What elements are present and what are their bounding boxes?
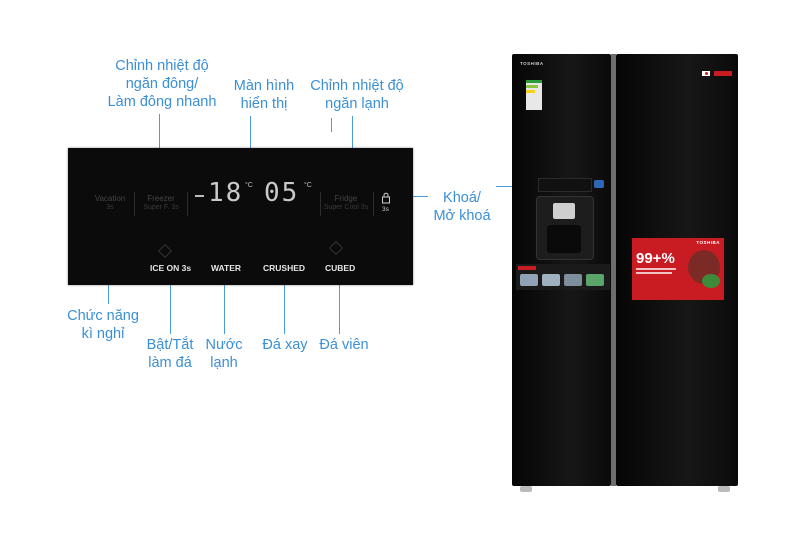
fridge-temp-display: 05 — [264, 178, 300, 208]
callout-fridge-adjust: Chỉnh nhiệt độ ngăn lạnh — [310, 78, 404, 112]
divider — [187, 192, 188, 216]
leader-water — [224, 250, 225, 334]
ice-on-button[interactable]: ICE ON 3s — [150, 263, 192, 273]
water-button[interactable]: WATER — [211, 263, 242, 273]
callout-crushed-ice: Đá xay — [262, 337, 308, 353]
energy-label — [526, 80, 542, 110]
leader-ice — [170, 248, 171, 334]
callout-ice-toggle: Bật/Tắt làm đá — [146, 337, 194, 371]
lock-icon[interactable] — [381, 192, 391, 204]
promo-card: TOSHIBA 99+% — [632, 238, 724, 300]
leader-cubed — [339, 248, 340, 334]
leader-lock — [398, 196, 428, 197]
freezer-label: Freezer Super F. 3s — [143, 194, 179, 211]
door-gap — [611, 54, 616, 486]
lock-hold-label: 3s — [382, 206, 389, 213]
flag-badge — [702, 71, 710, 76]
callout-display: Màn hình hiển thị — [233, 78, 295, 112]
feature-strip — [516, 264, 610, 290]
freezer-temp-display: 18 — [208, 178, 244, 208]
divider — [134, 192, 135, 216]
fridge-deg-unit: °C — [304, 182, 312, 189]
leader-display-left — [250, 116, 251, 170]
foot-right — [718, 486, 730, 492]
leader-crushed — [284, 250, 285, 334]
water-dispenser — [536, 196, 594, 260]
callout-lock: Khoá/ Mở khoá — [433, 190, 491, 224]
callout-freezer-adjust: Chỉnh nhiệt độ ngăn đông/ Làm đông nhanh — [107, 58, 217, 110]
callout-cold-water: Nước lạnh — [205, 337, 243, 371]
foot-left — [520, 486, 532, 492]
fridge-label: Fridge Super Cool 3s — [323, 194, 369, 211]
freezer-deg-unit: °C — [245, 182, 253, 189]
display-panel — [538, 178, 592, 192]
brand-logo: TOSHIBA — [520, 61, 544, 66]
leader-display-right — [331, 118, 332, 132]
callout-cubed-ice: Đá viên — [319, 337, 369, 353]
control-panel: Vacation 3s Freezer Super F. 3s 18 °C 05… — [68, 148, 413, 285]
minus-sign — [195, 195, 204, 197]
refrigerator-image: TOSHIBA TOSHIBA 99+% — [512, 54, 738, 494]
crushed-button[interactable]: CRUSHED — [263, 263, 306, 273]
ice-touch-marker — [157, 243, 173, 259]
display-icon — [594, 180, 604, 188]
promo-big-text: 99+% — [636, 250, 675, 267]
divider — [373, 192, 374, 216]
cubed-touch-marker — [328, 240, 344, 256]
vacation-label: Vacation 3s — [94, 194, 126, 211]
callout-vacation: Chức năng kì nghỉ — [67, 308, 139, 342]
spec-badge — [714, 71, 732, 76]
divider — [320, 192, 321, 216]
cubed-button[interactable]: CUBED — [325, 263, 356, 273]
